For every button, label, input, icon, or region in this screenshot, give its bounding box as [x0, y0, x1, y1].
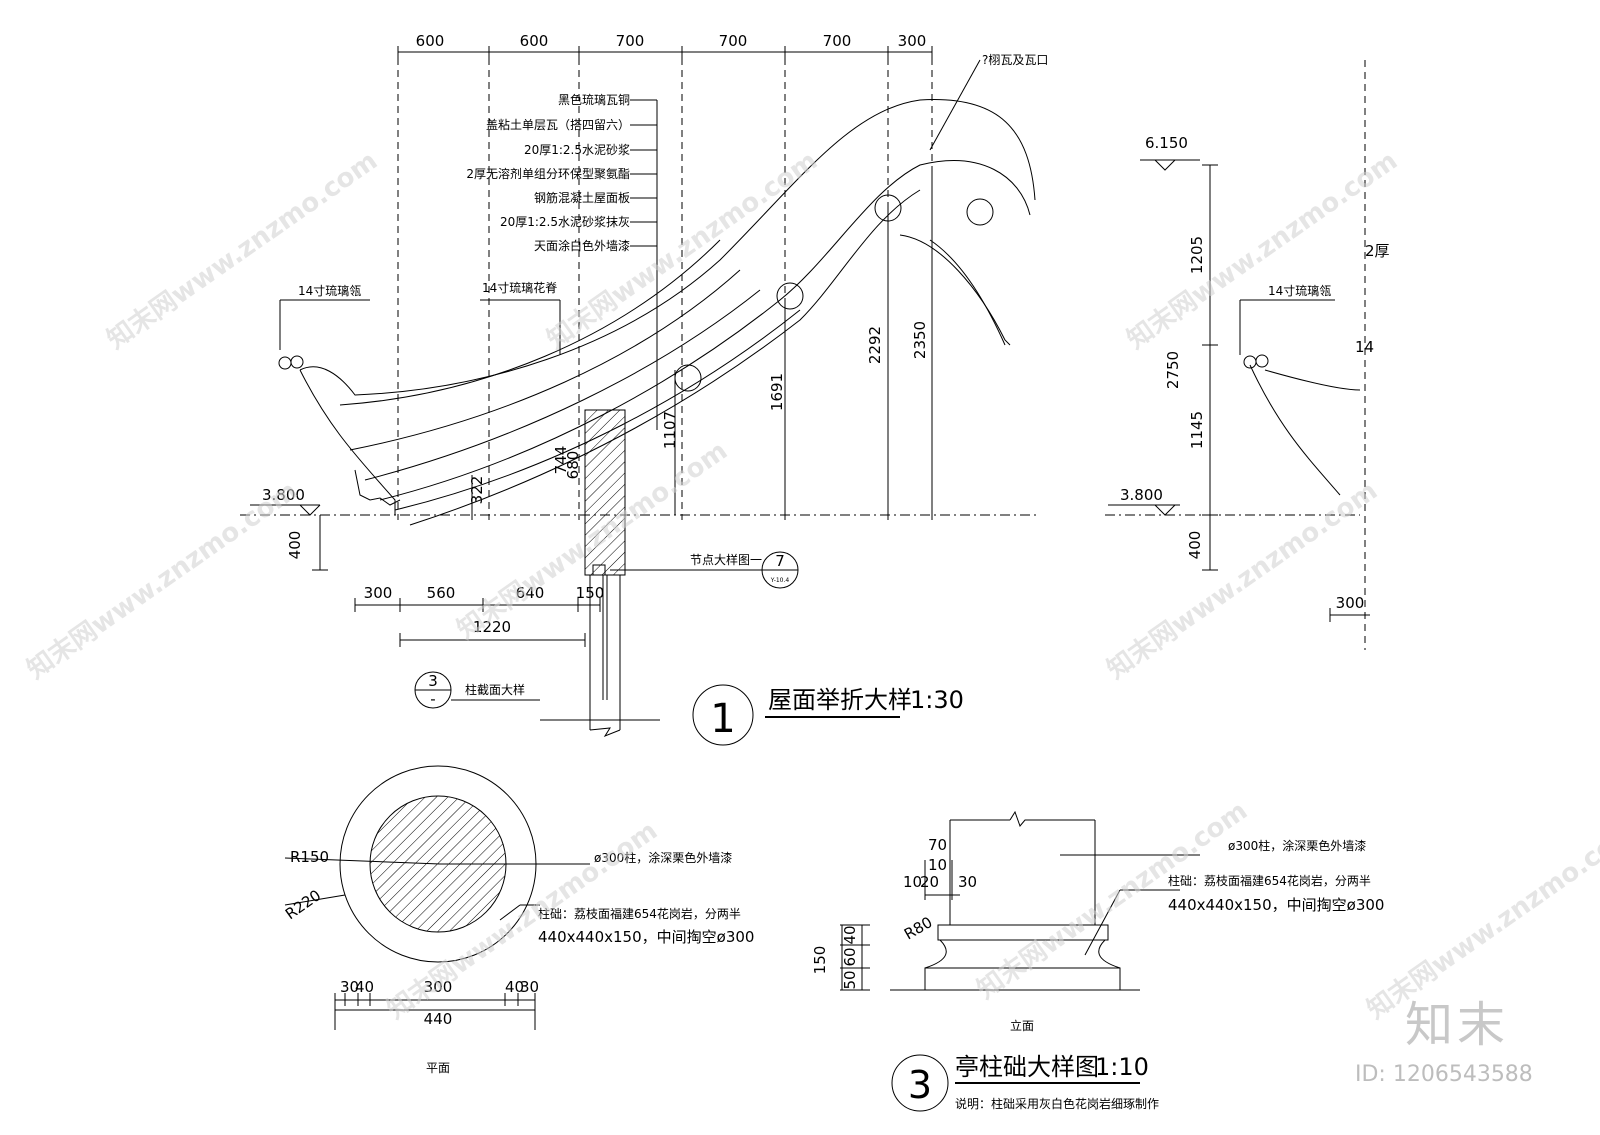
top-dim-3: 700: [719, 32, 748, 50]
height-dimensions: [250, 159, 1218, 571]
elev-d60: 60: [841, 947, 859, 966]
layer-5: 20厚1:2.5水泥砂浆抹灰: [500, 214, 630, 229]
title1-scale: 1:30: [910, 686, 964, 714]
dim-2750: 2750: [1164, 351, 1182, 389]
column-section-num: 3: [428, 672, 438, 690]
elev-d40: 40: [841, 925, 859, 944]
layer-1: 盖粘土单层瓦（搭四留六）: [486, 117, 630, 132]
layer-0: 黑色琉璃瓦铜: [558, 92, 630, 107]
elev-r80: R80: [901, 913, 936, 943]
dim-1205: 1205: [1188, 236, 1206, 274]
dim-400-right: 400: [1186, 531, 1204, 560]
elev-d30: 30: [958, 873, 977, 891]
label-14-ridge: 14寸琉璃花脊: [482, 280, 557, 295]
title3-num: 3: [908, 1063, 932, 1107]
dim-2350: 2350: [911, 321, 929, 359]
layer-leaders: [279, 59, 1335, 430]
elev-label: 立面: [1010, 1018, 1034, 1033]
elev-d10b: 10: [903, 873, 922, 891]
label-14-left: 14寸琉璃瓴: [298, 284, 361, 298]
layer-2: 20厚1:2.5水泥砂浆: [524, 142, 630, 157]
plan-dim-3: 40: [505, 978, 524, 996]
elevation-view: [840, 810, 1200, 1112]
elev-note3: 440x440x150，中间掏空ø300: [1168, 896, 1384, 914]
dim-1220: 1220: [473, 618, 511, 636]
elev-d150: 150: [811, 946, 829, 975]
plan-view: [284, 765, 590, 1030]
plan-note2: 柱础：荔枝面福建654花岗岩，分两半: [538, 906, 741, 921]
layer-labels: 黑色琉璃瓦铜 盖粘土单层瓦（搭四留六） 20厚1:2.5水泥砂浆 2厚无溶剂单组…: [466, 92, 630, 253]
top-dim-labels: 600 600 700 700 700 300: [416, 32, 927, 50]
node-detail-num: 7: [775, 552, 785, 570]
elev-d10: 10: [928, 856, 947, 874]
dim-1145: 1145: [1188, 411, 1206, 449]
bottom-dim-0: 300: [364, 584, 393, 602]
bottom-dim-3: 150: [576, 584, 605, 602]
dim-1691: 1691: [768, 373, 786, 411]
dim-680: 680: [564, 451, 582, 480]
elev-note1: ø300柱，涂深栗色外墙漆: [1228, 838, 1366, 853]
bottom-dim-2: 640: [516, 584, 545, 602]
top-dim-0: 600: [416, 32, 445, 50]
right-partial-1: 2厚: [1365, 242, 1390, 260]
node-detail-label: 节点大样图一: [690, 552, 762, 567]
node-detail-ref: Y-10.4: [770, 577, 790, 584]
plan-dim-1: 40: [355, 978, 374, 996]
dim-2292: 2292: [866, 326, 884, 364]
column-section: [540, 409, 660, 738]
bottom-dim-labels: 300 560 640 150: [364, 584, 605, 602]
title3-text: 亭柱础大样图: [955, 1053, 1099, 1081]
plan-r220: R220: [282, 886, 324, 923]
elev-6150: 6.150: [1145, 134, 1188, 152]
plan-note3: 440x440x150，中间掏空ø300: [538, 928, 754, 946]
title3-note: 说明：柱础采用灰白色花岗岩细琢制作: [955, 1096, 1159, 1111]
znzmo-logo: 知末: [1405, 997, 1510, 1053]
column-section-label: 柱截面大样: [465, 682, 525, 697]
title3-scale: 1:10: [1095, 1053, 1149, 1081]
plan-dim-2: 300: [424, 978, 453, 996]
label-14-right: 14寸琉璃瓴: [1268, 284, 1331, 298]
plan-note1: ø300柱，涂深栗色外墙漆: [594, 850, 732, 865]
top-dimension-chain: [397, 46, 933, 58]
plan-dim-440: 440: [424, 1010, 453, 1028]
dim-1107: 1107: [661, 411, 679, 449]
top-dim-5: 300: [898, 32, 927, 50]
elev-d50: 50: [841, 970, 859, 989]
dim-744: 744: [552, 446, 570, 475]
dim-300-right: 300: [1336, 594, 1365, 612]
plan-r150: R150: [290, 848, 329, 866]
layer-4: 钢筋混凝土屋面板: [534, 190, 630, 205]
elev-3800-right: 3.800: [1120, 486, 1163, 504]
top-dim-2: 700: [616, 32, 645, 50]
bottom-dimensions: [354, 598, 1370, 647]
elev-note2: 柱础：荔枝面福建654花岗岩，分两半: [1168, 873, 1371, 888]
top-dim-4: 700: [823, 32, 852, 50]
dim-322: 322: [468, 476, 486, 505]
plan-dim-4: 30: [520, 978, 539, 996]
plan-label: 平面: [426, 1061, 450, 1075]
node-callouts: [414, 551, 900, 746]
top-dim-1: 600: [520, 32, 549, 50]
image-id: ID: 1206543588: [1355, 1062, 1533, 1087]
right-partial-2: 14: [1355, 338, 1374, 356]
column-section-sub: -: [430, 690, 435, 708]
title1-num: 1: [710, 696, 735, 742]
callout-top: ?栩瓦及瓦口: [982, 52, 1048, 67]
dim-400-left: 400: [286, 531, 304, 560]
layer-3: 2厚无溶剂单组分环保型聚氨酯: [466, 166, 630, 181]
plan-dim-0: 30: [340, 978, 359, 996]
title1-text: 屋面举折大样: [768, 686, 912, 714]
elev-d70: 70: [928, 836, 947, 854]
elev-3800-left: 3.800: [262, 486, 305, 504]
elev-d20: 20: [920, 873, 939, 891]
layer-6: 天面涂白色外墙漆: [534, 238, 630, 253]
bottom-dim-1: 560: [427, 584, 456, 602]
roof-profile: [278, 99, 1361, 526]
